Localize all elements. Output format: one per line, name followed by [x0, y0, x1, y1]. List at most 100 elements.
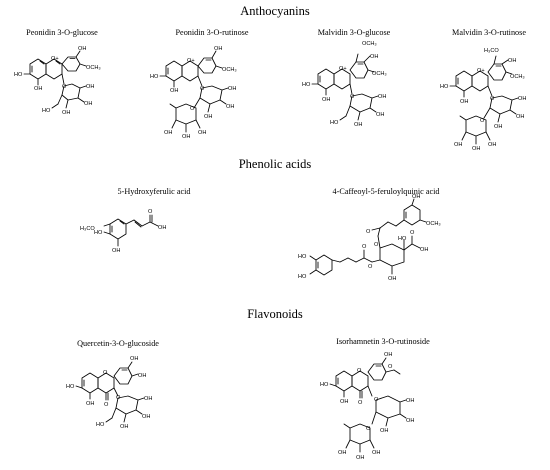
label-oh: OH	[518, 96, 526, 102]
label-oh: OH	[228, 86, 236, 92]
label-och3: OCH₃	[510, 74, 525, 80]
label-o: O	[490, 96, 495, 102]
label-oh: OH	[354, 122, 362, 128]
label-oh: OH	[120, 424, 128, 430]
label-o: O	[366, 426, 371, 432]
label-oh: OH	[158, 225, 166, 231]
label-oh: OH	[494, 124, 502, 130]
label-ho: HO	[150, 74, 159, 80]
label-oh: OH	[488, 142, 496, 148]
label-oh: OH	[384, 352, 392, 358]
caption-caffeoyl-feruloylquinic-acid: 4-Caffeoyl-5-feruloylquinic acid	[332, 187, 440, 196]
label-oh: OH	[508, 58, 516, 64]
label-o: O	[374, 397, 379, 403]
label-ho: HO	[94, 230, 103, 236]
label-oh: OH	[198, 130, 206, 136]
label-oh: OH	[84, 101, 92, 107]
structure-malvidin-glucose: HO OH O+ OCH₃ OH OCH₃ O OH OH OH HO	[302, 41, 387, 128]
section-title-anthocyanins: Anthocyanins	[240, 4, 310, 18]
label-o: O	[410, 230, 415, 236]
label-oh: OH	[376, 112, 384, 118]
caption-quercetin-glucoside: Quercetin-3-O-glucoside	[77, 339, 159, 348]
label-o: O	[480, 118, 485, 124]
label-oh: OH	[340, 399, 348, 405]
label-o: O	[116, 395, 121, 401]
label-oh: OH	[142, 414, 150, 420]
label-o: O	[357, 368, 362, 374]
label-ho: HO	[298, 274, 307, 280]
label-ho: HO	[320, 382, 329, 388]
label-oh: OH	[138, 373, 146, 379]
label-oh: OH	[406, 418, 414, 424]
label-ho: HO	[398, 236, 407, 242]
structure-caffeoyl-feruloylquinic-acid: OH OCH₃ O O OH O HO OH O O HO HO	[298, 194, 441, 282]
label-ho: HO	[42, 108, 51, 114]
label-ho: HO	[298, 254, 307, 260]
label-oh: OH	[516, 114, 524, 120]
label-o: O	[62, 84, 67, 90]
label-o: O	[374, 242, 379, 248]
label-ho: HO	[96, 422, 105, 428]
label-ho: HO	[66, 384, 75, 390]
label-och3: OCH₃	[426, 221, 441, 227]
structure-quercetin-glucoside: HO OH O O OH OH O OH OH OH HO	[66, 356, 152, 430]
label-oh: OH	[372, 450, 380, 456]
structure-hydroxyferulic-acid: H₃CO HO OH O OH	[80, 209, 166, 254]
structure-peonidin-rutinose: HO OH O+ OH OCH₃ O OH OH OH O OH OH OH	[150, 46, 237, 140]
label-o: O	[148, 209, 153, 215]
label-oh: OH	[204, 114, 212, 120]
label-o-plus: O+	[51, 56, 59, 62]
caption-malvidin-rutinose: Malvidin 3-O-rutinose	[452, 28, 526, 37]
label-oh: OH	[420, 247, 428, 253]
caption-peonidin-glucose: Peonidin 3-O-glucose	[26, 28, 98, 37]
structure-malvidin-rutinose: HO OH O+ H₃CO OH OCH₃ O OH OH OH O OH OH…	[440, 48, 526, 152]
label-o: O	[362, 244, 367, 250]
label-oh: OH	[34, 86, 42, 92]
label-o: O	[103, 370, 108, 376]
label-och3: OCH₃	[222, 67, 237, 73]
caption-isorhamnetin-rutinoside: Isorhamnetin 3-O-rutinoside	[336, 337, 430, 346]
label-o: O	[104, 402, 109, 408]
label-och3: OCH₃	[372, 71, 387, 77]
label-ho: HO	[14, 72, 23, 78]
label-och3: OCH₃	[362, 41, 377, 47]
caption-malvidin-glucose: Malvidin 3-O-glucose	[317, 28, 391, 37]
label-o: O	[200, 86, 205, 92]
label-oh: OH	[130, 356, 138, 362]
label-o-methoxy: O	[388, 364, 393, 370]
label-oh: OH	[370, 54, 378, 60]
label-o: O	[358, 400, 363, 406]
label-oh: OH	[460, 99, 468, 105]
label-oh: OH	[182, 134, 190, 140]
label-oh: OH	[356, 455, 364, 461]
label-oh: OH	[322, 97, 330, 103]
label-oh: OH	[406, 398, 414, 404]
section-title-flavonoids: Flavonoids	[247, 307, 303, 321]
structure-isorhamnetin-rutinoside: HO OH O O OH O O OH OH OH O OH OH OH	[320, 352, 414, 461]
caption-hydroxyferulic-acid: 5-Hydroxyferulic acid	[117, 187, 191, 196]
section-title-phenolic-acids: Phenolic acids	[238, 157, 312, 171]
label-oh: OH	[214, 46, 222, 52]
label-oh: OH	[378, 94, 386, 100]
label-oh: OH	[86, 401, 94, 407]
label-oh: OH	[454, 142, 462, 148]
label-oh: OH	[226, 104, 234, 110]
structure-peonidin-glucose: HO OH O+ OH OCH₃ O OH OH OH HO	[14, 46, 101, 116]
label-o: O	[190, 106, 195, 112]
label-h3co: H₃CO	[80, 226, 95, 232]
label-oh: OH	[112, 248, 120, 254]
label-oh: OH	[170, 88, 178, 94]
label-oh: OH	[338, 450, 346, 456]
label-oh: OH	[388, 276, 396, 282]
label-oh: OH	[472, 146, 480, 152]
label-oh: OH	[86, 84, 94, 90]
label-oh: OH	[78, 46, 86, 52]
label-o: O	[368, 264, 373, 270]
label-o-plus: O+	[339, 66, 347, 72]
label-ho: HO	[440, 84, 449, 90]
label-ho: HO	[330, 120, 339, 126]
label-o: O	[366, 229, 371, 235]
label-o-plus: O+	[187, 58, 195, 64]
label-och3: OCH₃	[86, 65, 101, 71]
label-ho: HO	[302, 82, 311, 88]
